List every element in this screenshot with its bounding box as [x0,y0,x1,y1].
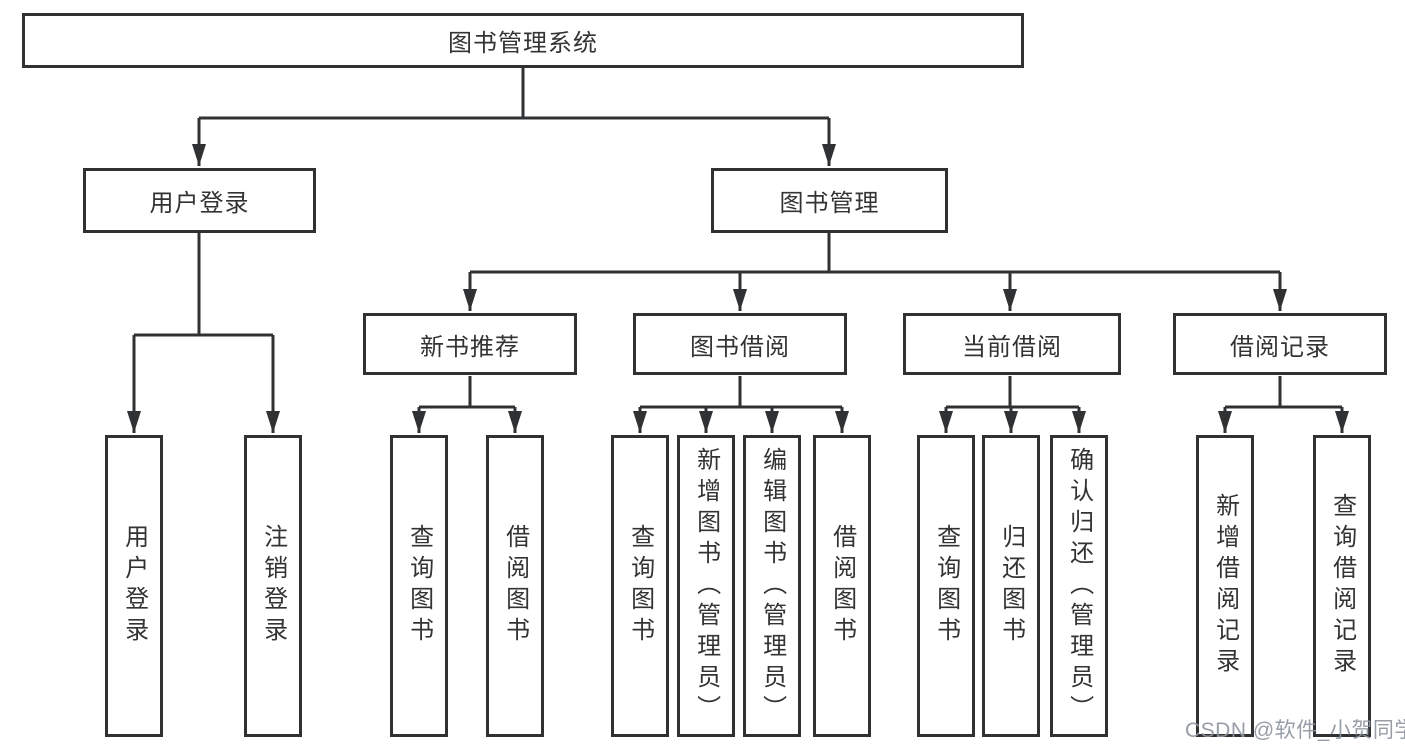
csdn-watermark: CSDN @软件_小贺同学 [1185,719,1405,742]
node-book-borrow: 图书借阅 [633,313,847,375]
node-label: 编辑图书（管理员） [758,446,786,726]
node-label: 当前借阅 [962,333,1062,361]
leaf-logout: 注销登录 [244,435,302,737]
node-label: 用户登录 [149,190,250,217]
node-label: 查询图书 [932,524,960,648]
node-label: 确认归还（管理员） [1065,446,1093,726]
node-library-management-system: 图书管理系统 [22,13,1024,68]
leaf-query-borrow-record: 查询借阅记录 [1313,435,1371,737]
node-label: 新增借阅记录 [1211,493,1239,679]
node-book-management: 图书管理 [711,168,948,233]
node-borrow-record: 借阅记录 [1173,313,1387,375]
node-current-borrow: 当前借阅 [903,313,1121,375]
leaf-add-borrow-record: 新增借阅记录 [1196,435,1254,737]
leaf-add-book-admin: 新增图书（管理员） [677,435,735,737]
node-label: 图书管理 [779,190,880,217]
leaf-return-book: 归还图书 [982,435,1040,737]
leaf-edit-book-admin: 编辑图书（管理员） [743,435,801,737]
node-new-book-recommend: 新书推荐 [363,313,577,375]
node-label: 归还图书 [997,524,1025,648]
leaf-query-book-2: 查询图书 [611,435,669,737]
node-label: 借阅图书 [501,524,529,648]
leaf-user-login: 用户登录 [105,435,163,737]
node-label: 借阅记录 [1230,333,1330,361]
node-label: 用户登录 [120,524,148,648]
node-label: 查询图书 [626,524,654,648]
leaf-borrow-book-1: 借阅图书 [486,435,544,737]
node-label: 图书管理系统 [448,30,598,57]
leaf-borrow-book-2: 借阅图书 [813,435,871,737]
node-label: 新书推荐 [420,333,520,361]
leaf-query-book-1: 查询图书 [390,435,448,737]
node-label: 查询图书 [405,524,433,648]
node-label: 查询借阅记录 [1328,493,1356,679]
node-label: 图书借阅 [690,333,790,361]
node-label: 注销登录 [259,524,287,648]
node-label: 新增图书（管理员） [692,446,720,726]
leaf-confirm-return-admin: 确认归还（管理员） [1050,435,1108,737]
leaf-query-book-3: 查询图书 [917,435,975,737]
node-label: 借阅图书 [828,524,856,648]
node-user-login: 用户登录 [83,168,316,233]
